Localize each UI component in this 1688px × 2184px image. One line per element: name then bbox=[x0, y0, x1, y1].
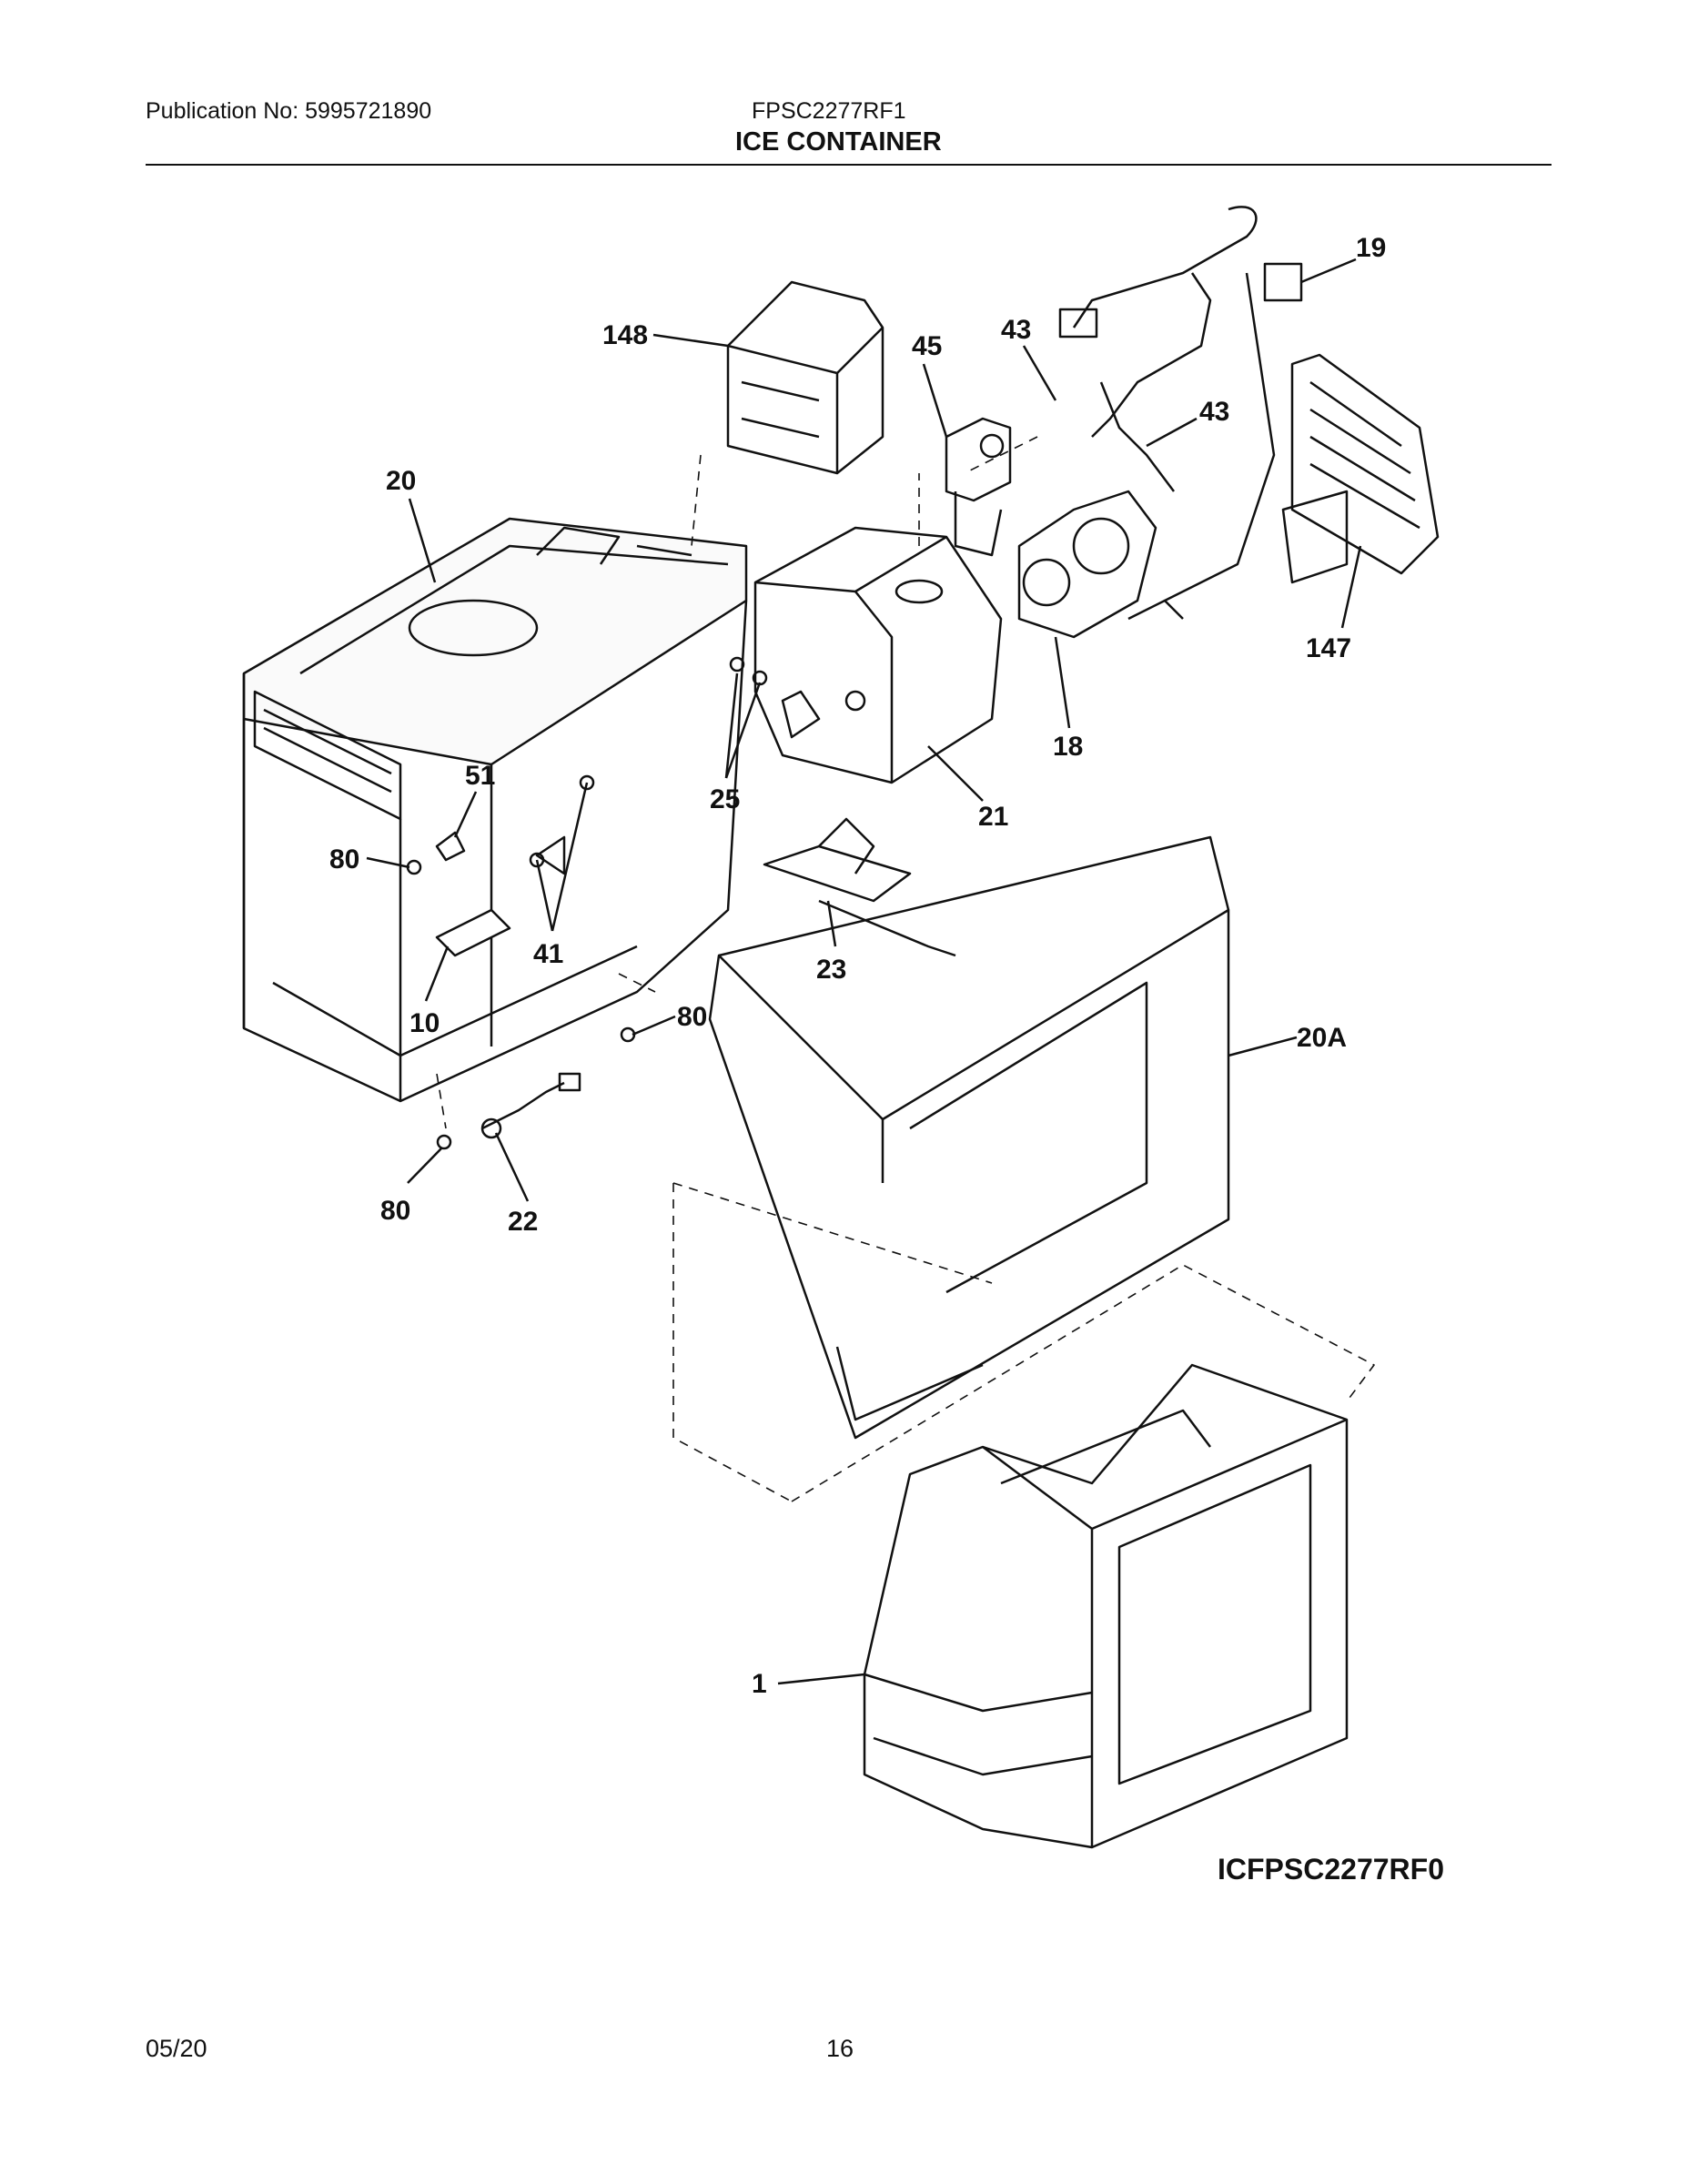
callout-43-right: 43 bbox=[1199, 397, 1229, 427]
callout-23: 23 bbox=[816, 955, 846, 985]
callout-41: 41 bbox=[533, 939, 563, 969]
assembly-lines bbox=[436, 436, 1375, 1502]
callout-20: 20 bbox=[386, 466, 416, 496]
part-20A-panel bbox=[708, 835, 1230, 1440]
publication-number: Publication No: 5995721890 bbox=[146, 98, 432, 124]
callout-148: 148 bbox=[602, 320, 648, 350]
header-rule bbox=[146, 164, 1552, 166]
callout-147: 147 bbox=[1306, 633, 1351, 663]
callout-43-top: 43 bbox=[1001, 315, 1031, 345]
callout-1: 1 bbox=[752, 1669, 767, 1699]
part-147-grill bbox=[1281, 353, 1440, 584]
callout-80-center: 80 bbox=[677, 1002, 707, 1032]
part-18-motor bbox=[1017, 490, 1184, 639]
part-21-motor-housing bbox=[753, 526, 1003, 784]
illustration-code: ICFPSC2277RF0 bbox=[1218, 1853, 1444, 1886]
page-title: ICE CONTAINER bbox=[735, 127, 942, 157]
part-45-solenoid bbox=[945, 417, 1012, 557]
callout-21: 21 bbox=[978, 802, 1008, 832]
fasteners bbox=[406, 656, 768, 1150]
callout-80-left: 80 bbox=[329, 844, 359, 875]
footer-date: 05/20 bbox=[146, 2035, 207, 2062]
part-23-shroud bbox=[763, 817, 956, 957]
part-19-wire-harness bbox=[1058, 206, 1303, 602]
callout-45: 45 bbox=[912, 331, 942, 361]
callout-18: 18 bbox=[1053, 732, 1083, 762]
callout-19: 19 bbox=[1356, 233, 1386, 263]
part-20-housing bbox=[242, 517, 748, 1103]
callout-80-bottom: 80 bbox=[380, 1196, 410, 1226]
model-number: FPSC2277RF1 bbox=[752, 98, 906, 124]
part-22-thermistor bbox=[480, 1072, 581, 1139]
part-1-ice-bucket bbox=[863, 1363, 1349, 1849]
callout-51: 51 bbox=[465, 761, 495, 791]
callout-20A: 20A bbox=[1297, 1023, 1347, 1053]
callout-10: 10 bbox=[409, 1008, 440, 1038]
part-148-cover bbox=[726, 280, 884, 475]
callout-22: 22 bbox=[508, 1207, 538, 1237]
leader-lines bbox=[366, 258, 1362, 1685]
callout-labels: 148 20 45 43 19 43 147 18 21 25 51 80 41… bbox=[329, 233, 1386, 1699]
callout-25: 25 bbox=[710, 784, 740, 814]
page-number: 16 bbox=[826, 2035, 854, 2062]
